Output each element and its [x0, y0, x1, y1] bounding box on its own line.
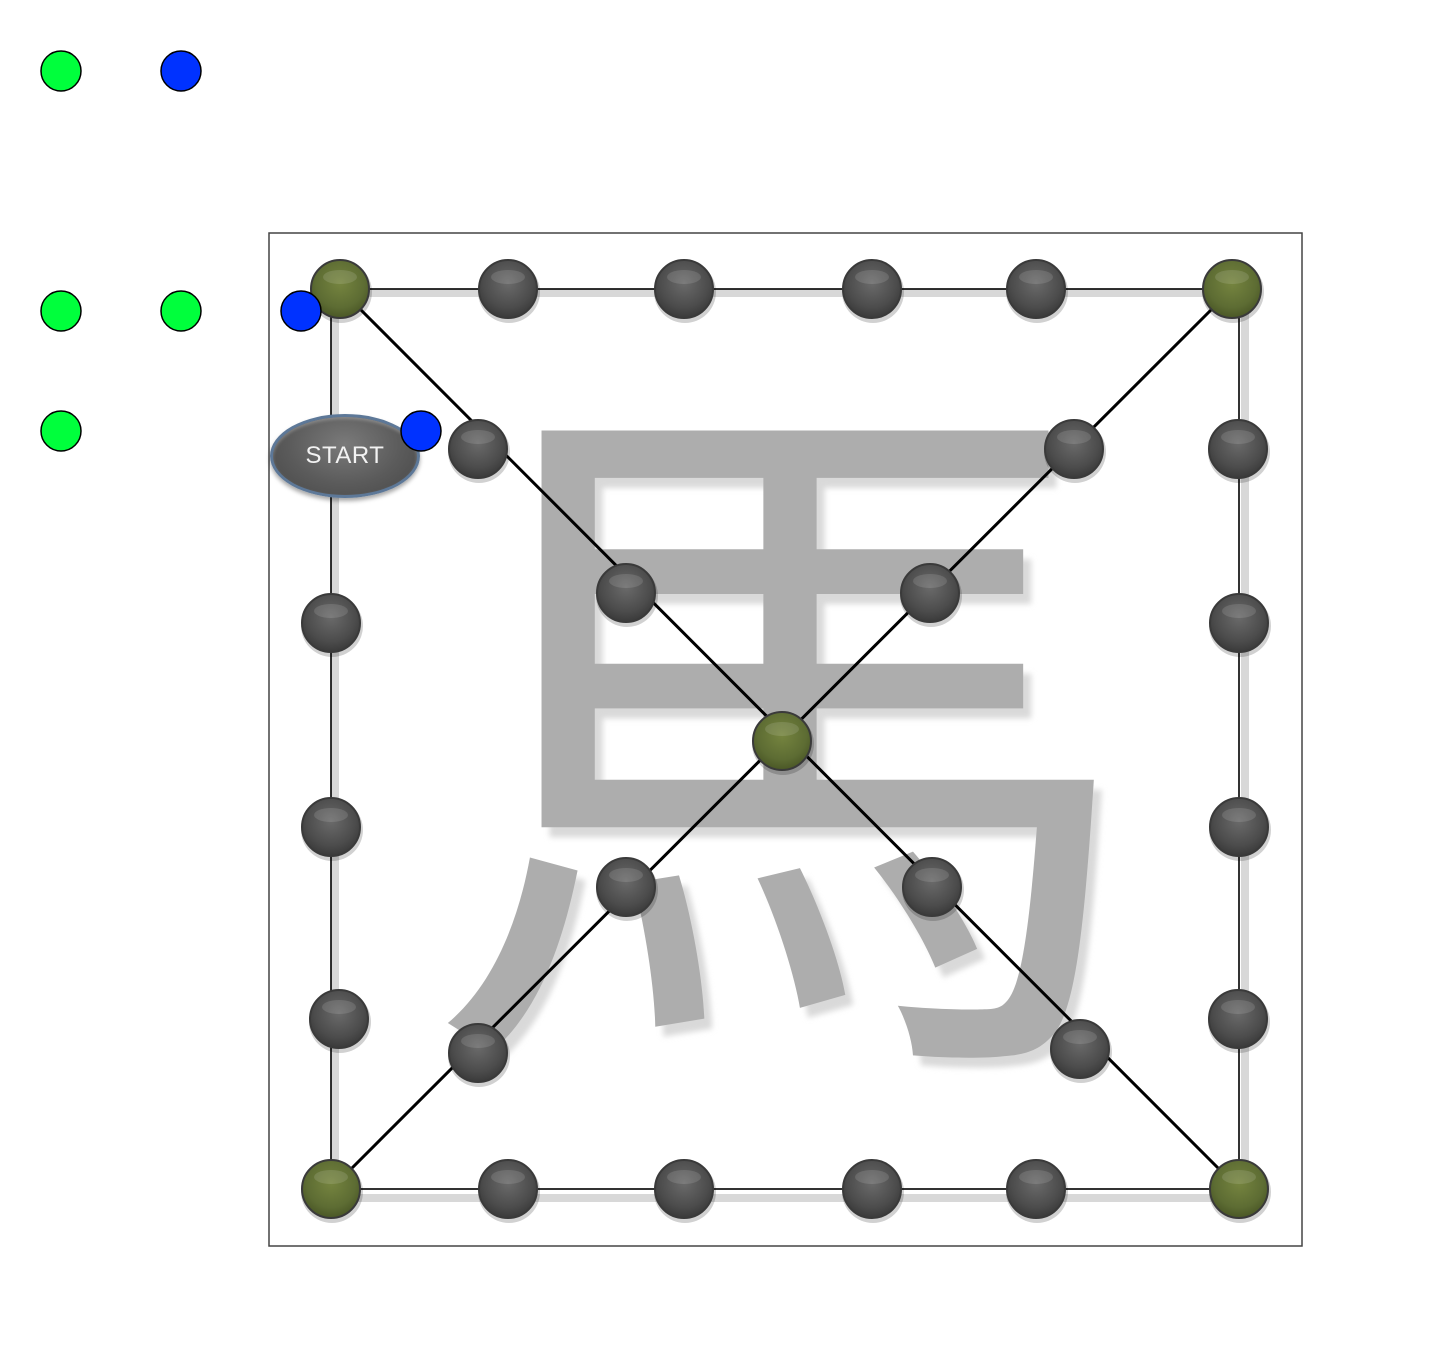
board-node[interactable]	[1006, 259, 1066, 319]
board-node-highlight	[461, 1034, 495, 1048]
board-node-corner[interactable]	[310, 259, 370, 319]
board-node[interactable]	[309, 989, 369, 1049]
board-node-highlight	[609, 868, 643, 882]
board-node-highlight	[1057, 430, 1091, 444]
green-token[interactable]	[40, 410, 82, 452]
board-node[interactable]	[1044, 419, 1104, 479]
board-node-highlight	[323, 270, 357, 284]
board-node-highlight	[609, 574, 643, 588]
board-node-highlight	[491, 1170, 525, 1184]
board-node-highlight	[913, 574, 947, 588]
board-node[interactable]	[478, 259, 538, 319]
start-button-label: START	[305, 442, 385, 469]
board-node-corner[interactable]	[1202, 259, 1262, 319]
board-node[interactable]	[1209, 797, 1269, 857]
board-node[interactable]	[654, 1159, 714, 1219]
board-node[interactable]	[1208, 989, 1268, 1049]
board-node[interactable]	[301, 797, 361, 857]
board-node[interactable]	[1006, 1159, 1066, 1219]
board-node-highlight	[322, 1000, 356, 1014]
board-node-highlight	[1019, 270, 1053, 284]
board-node-highlight	[855, 270, 889, 284]
board-node[interactable]	[301, 593, 361, 653]
board-node-highlight	[855, 1170, 889, 1184]
green-token[interactable]	[40, 290, 82, 332]
board-node-highlight	[1221, 430, 1255, 444]
board-node-highlight	[314, 604, 348, 618]
board-node[interactable]	[842, 259, 902, 319]
board-node-corner[interactable]	[752, 711, 812, 771]
board-node[interactable]	[842, 1159, 902, 1219]
board-lines	[330, 288, 1240, 1190]
board-node-highlight	[491, 270, 525, 284]
board-nodes	[301, 259, 1271, 1223]
board-node[interactable]	[448, 419, 508, 479]
board-node[interactable]	[478, 1159, 538, 1219]
board-node-highlight	[1222, 604, 1256, 618]
board-node-highlight	[1215, 270, 1249, 284]
board-node-highlight	[667, 270, 701, 284]
board-node[interactable]	[1208, 419, 1268, 479]
board-node[interactable]	[900, 563, 960, 623]
board-node[interactable]	[902, 857, 962, 917]
board-node[interactable]	[654, 259, 714, 319]
board-square-outline	[330, 288, 1240, 1190]
green-token[interactable]	[40, 50, 82, 92]
board-square-shadow	[331, 289, 1249, 1202]
board-node-highlight	[461, 430, 495, 444]
board-node[interactable]	[1050, 1019, 1110, 1079]
board-node[interactable]	[448, 1023, 508, 1083]
board-node-corner[interactable]	[301, 1159, 361, 1219]
board-node-corner[interactable]	[1209, 1159, 1269, 1219]
board-node[interactable]	[596, 857, 656, 917]
board-node[interactable]	[1209, 593, 1269, 653]
board-node-highlight	[915, 868, 949, 882]
board-node-highlight	[314, 1170, 348, 1184]
tokens	[40, 50, 202, 452]
board-node-highlight	[667, 1170, 701, 1184]
board-node[interactable]	[596, 563, 656, 623]
board-node-highlight	[1063, 1030, 1097, 1044]
board-node-highlight	[1221, 1000, 1255, 1014]
start-button[interactable]: START	[270, 414, 420, 498]
green-token[interactable]	[160, 290, 202, 332]
blue-token[interactable]	[160, 50, 202, 92]
board-node-highlight	[1019, 1170, 1053, 1184]
board-node-highlight	[765, 722, 799, 736]
board-node-highlight	[1222, 808, 1256, 822]
board-node-highlight	[314, 808, 348, 822]
board-node-highlight	[1222, 1170, 1256, 1184]
